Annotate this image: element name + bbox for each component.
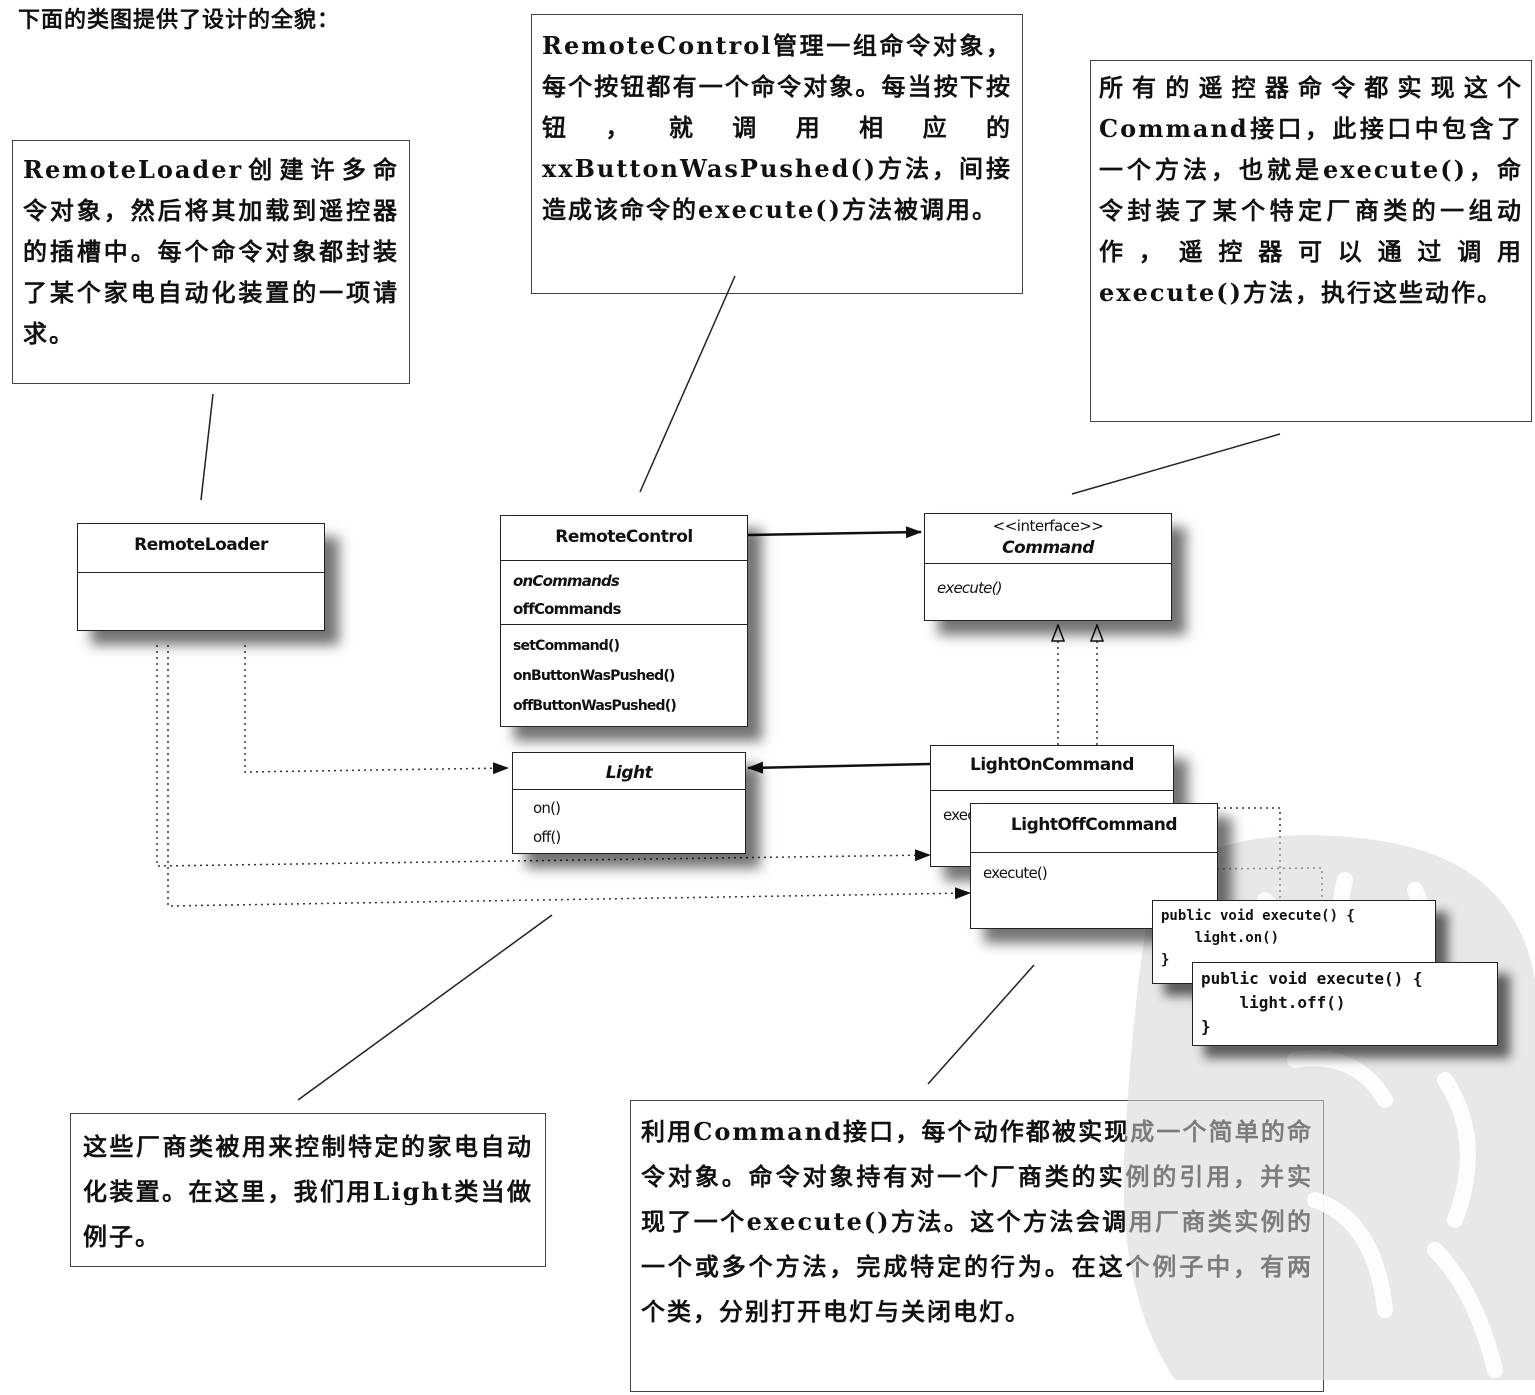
methods-section: setCommand() onButtonWasPushed() offButt… — [501, 625, 747, 721]
callout-command-objects — [927, 964, 1035, 1085]
methods-section: execute() — [925, 564, 1171, 598]
stereotype: <<interface>> — [992, 517, 1104, 535]
class-light: Light on() off() — [512, 752, 746, 854]
interface-command: <<interface>> Command execute() — [924, 513, 1172, 621]
method-off-button-pushed: offButtonWasPushed() — [513, 698, 677, 714]
code-note-light-off: public void execute() { light.off() } — [1192, 962, 1498, 1046]
field-on-commands: onCommands — [513, 572, 620, 590]
note-command-interface: 所有的遥控器命令都实现这个Command接口，此接口中包含了一个方法，也就是ex… — [1090, 60, 1532, 422]
class-name-block: <<interface>> Command — [925, 514, 1171, 564]
callout-remote-control — [639, 275, 736, 493]
link-on-code — [1218, 807, 1281, 910]
field-off-commands: offCommands — [513, 600, 621, 618]
assoc-remote-command — [747, 526, 922, 539]
method-on: on() — [533, 799, 561, 817]
method-execute: execute() — [983, 864, 1048, 882]
callout-remote-loader — [200, 393, 214, 501]
methods-section: execute() — [971, 853, 1217, 883]
methods-section: on() off() — [513, 790, 745, 852]
class-name: RemoteLoader — [78, 524, 324, 573]
note-remote-loader: RemoteLoader创建许多命令对象，然后将其加载到遥控器的插槽中。每个命令… — [12, 140, 410, 384]
method-off: off() — [533, 828, 561, 846]
class-name: Light — [513, 753, 745, 790]
dep-loader-light — [244, 645, 509, 775]
class-remote-control: RemoteControl onCommands offCommands set… — [500, 515, 748, 727]
note-vendor-classes: 这些厂商类被用来控制特定的家电自动化装置。在这里，我们用Light类当做例子。 — [70, 1113, 546, 1267]
callout-command — [1071, 433, 1281, 495]
note-remote-control: RemoteControl管理一组命令对象，每个按钮都有一个命令对象。每当按下按… — [531, 14, 1023, 294]
method-execute: execute() — [937, 579, 1003, 597]
dep-loader-light-on — [156, 645, 931, 867]
class-name: RemoteControl — [501, 516, 747, 561]
interface-name: Command — [1002, 538, 1094, 558]
class-name: LightOffCommand — [971, 804, 1217, 853]
method-on-button-pushed: onButtonWasPushed() — [513, 668, 675, 684]
class-remote-loader: RemoteLoader — [77, 523, 325, 631]
intro-text: 下面的类图提供了设计的全貌： — [18, 7, 341, 33]
assoc-command-light — [747, 761, 931, 774]
callout-vendor — [297, 914, 553, 1101]
class-name: LightOnCommand — [931, 746, 1173, 791]
method-set-command: setCommand() — [513, 638, 620, 654]
fields-section: onCommands offCommands — [501, 561, 747, 625]
